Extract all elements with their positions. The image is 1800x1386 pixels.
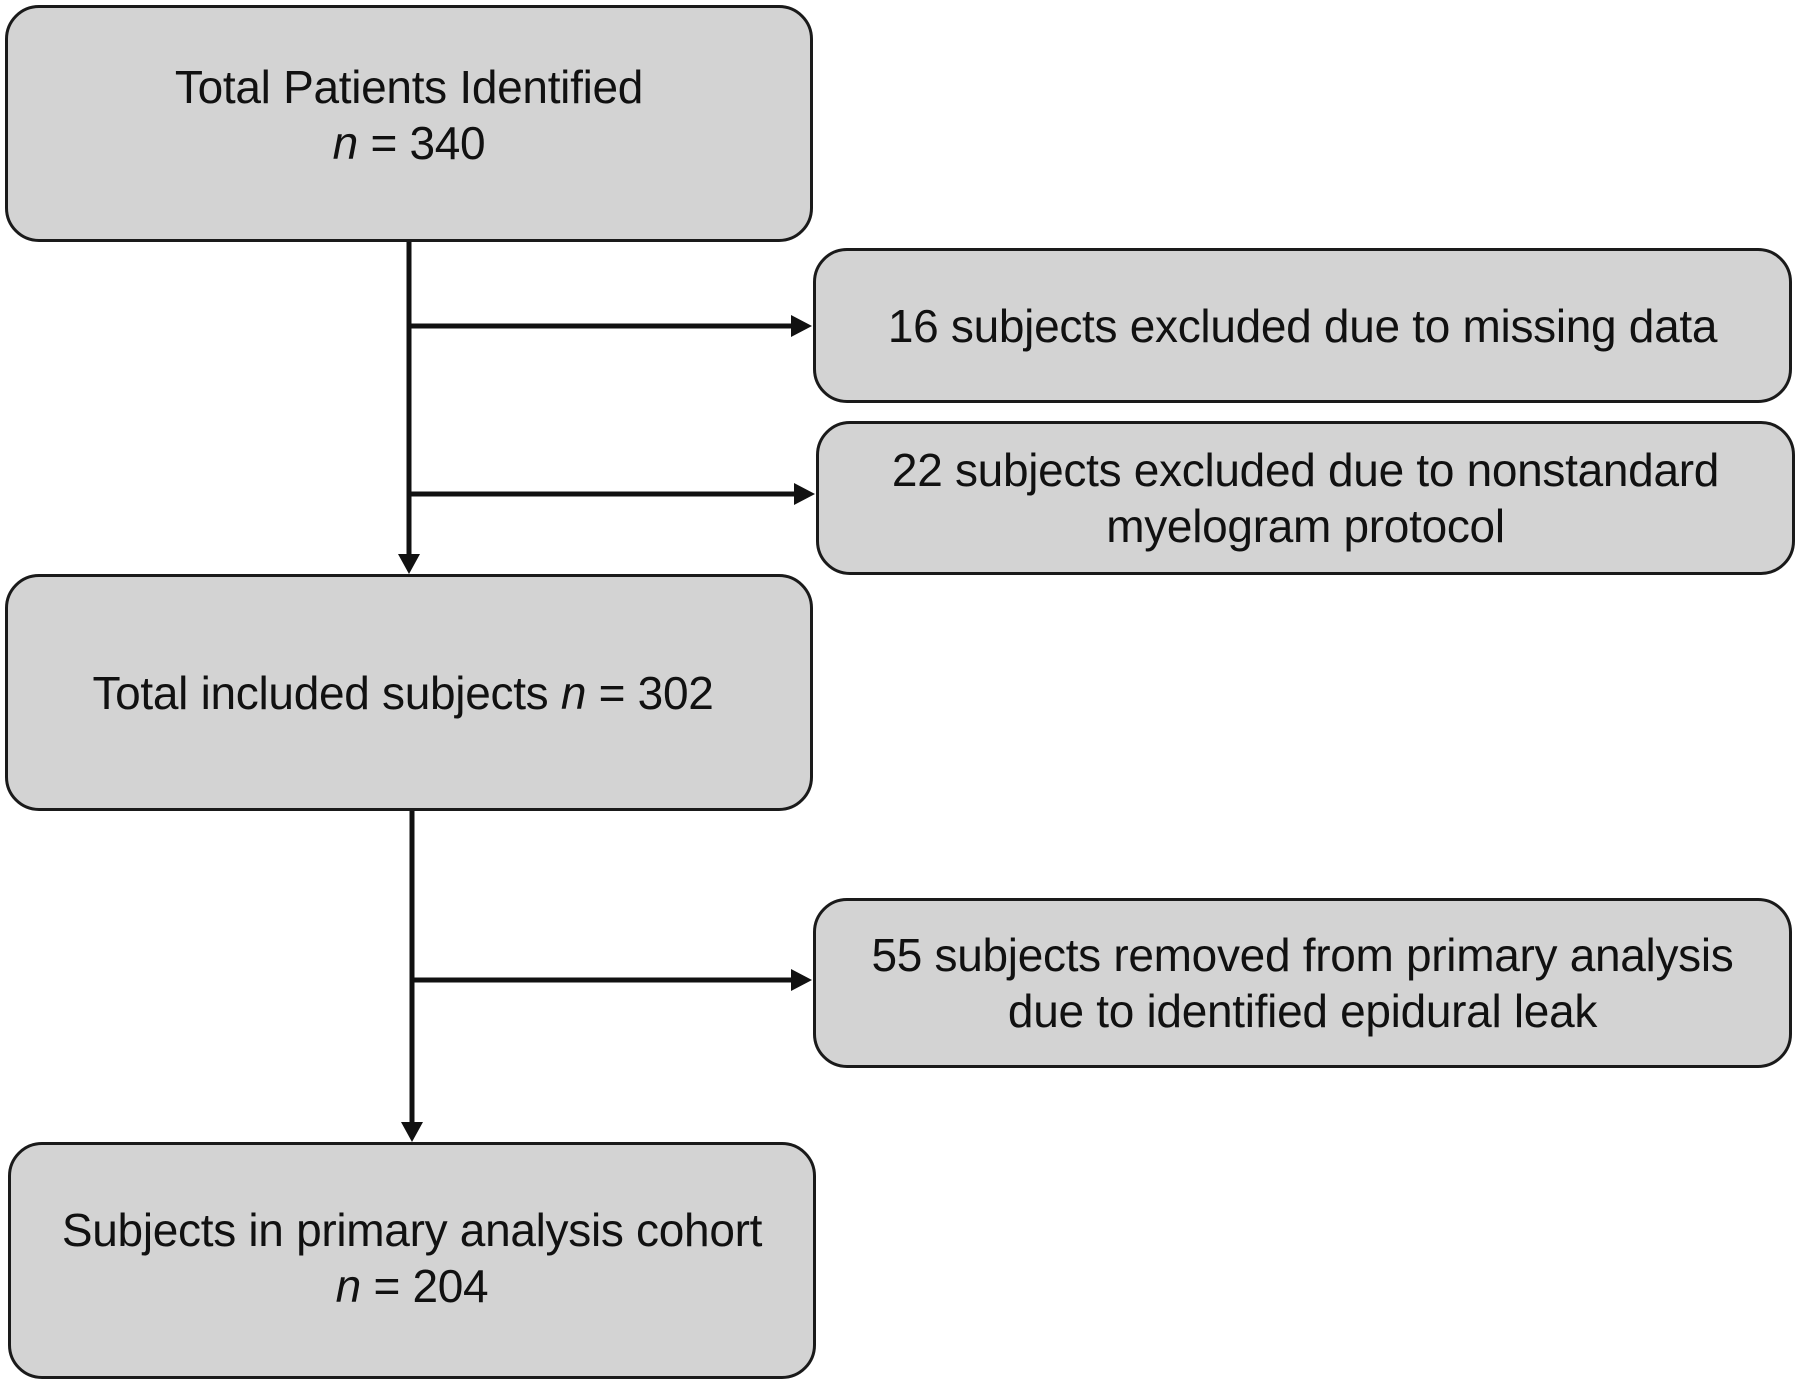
total-included-box: Total included subjects n = 302: [5, 574, 813, 811]
total-included-text: Total included subjects n = 302: [92, 665, 713, 721]
excluded-missing-data-box: 16 subjects excluded due to missing data: [813, 248, 1792, 403]
total-patients-title: Total Patients Identified: [174, 60, 644, 113]
total-patients-box: Total Patients Identified n = 340: [5, 5, 813, 242]
n-symbol: n: [335, 1259, 362, 1312]
arrowhead-to-excluded-protocol: [794, 483, 815, 505]
cohort-value: = 204: [373, 1259, 489, 1312]
total-included-value: = 302: [598, 666, 714, 719]
cohort-count: n = 204: [336, 1258, 489, 1314]
primary-analysis-cohort-box: Subjects in primary analysis cohort n = …: [8, 1142, 816, 1379]
arrowhead-included-to-cohort: [401, 1122, 423, 1142]
arrowhead-total-to-included: [398, 554, 420, 574]
removed-leak-line2: due to identified epidural leak: [1007, 985, 1598, 1037]
total-included-title: Total included subjects: [92, 666, 549, 719]
arrowhead-to-excluded-missing: [791, 315, 812, 337]
excluded-protocol-line2: myelogram protocol: [1106, 500, 1505, 552]
excluded-protocol-line1: 22 subjects excluded due to nonstandard: [891, 444, 1720, 496]
excluded-missing-data-text: 16 subjects excluded due to missing data: [887, 299, 1718, 352]
excluded-nonstandard-protocol-box: 22 subjects excluded due to nonstandard …: [816, 421, 1795, 575]
cohort-title: Subjects in primary analysis cohort: [61, 1203, 763, 1256]
removed-leak-line1: 55 subjects removed from primary analysi…: [871, 929, 1734, 981]
removed-epidural-leak-box: 55 subjects removed from primary analysi…: [813, 898, 1792, 1068]
n-symbol: n: [332, 116, 359, 169]
n-symbol: n: [560, 666, 587, 719]
arrowhead-to-removed-leak: [791, 969, 812, 991]
total-patients-count: n = 340: [333, 115, 486, 171]
total-patients-value: = 340: [370, 116, 486, 169]
